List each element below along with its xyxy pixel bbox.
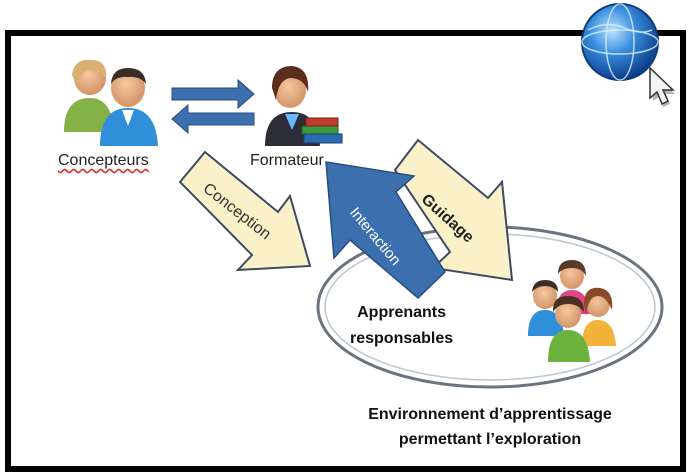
concepteurs-people-icon — [64, 59, 158, 146]
conception-arrow — [178, 150, 312, 272]
diagram-border — [5, 30, 686, 472]
concepteurs-label: Concepteurs — [58, 152, 149, 169]
interaction-arrow — [325, 161, 446, 300]
apprenants-label: Apprenants responsables — [350, 304, 454, 347]
arrow-left — [171, 103, 255, 135]
formateur-label: Formateur — [250, 152, 324, 169]
apprenants-group-icon — [528, 260, 616, 362]
environnement-label: Environnement d’apprentissage permettant… — [368, 406, 612, 448]
exchange-arrows — [171, 78, 255, 135]
guidage-arrow — [393, 138, 514, 282]
formateur-teacher-icon — [265, 66, 343, 146]
globe-hand-cursor-icon — [581, 3, 675, 107]
arrow-right — [171, 78, 255, 110]
